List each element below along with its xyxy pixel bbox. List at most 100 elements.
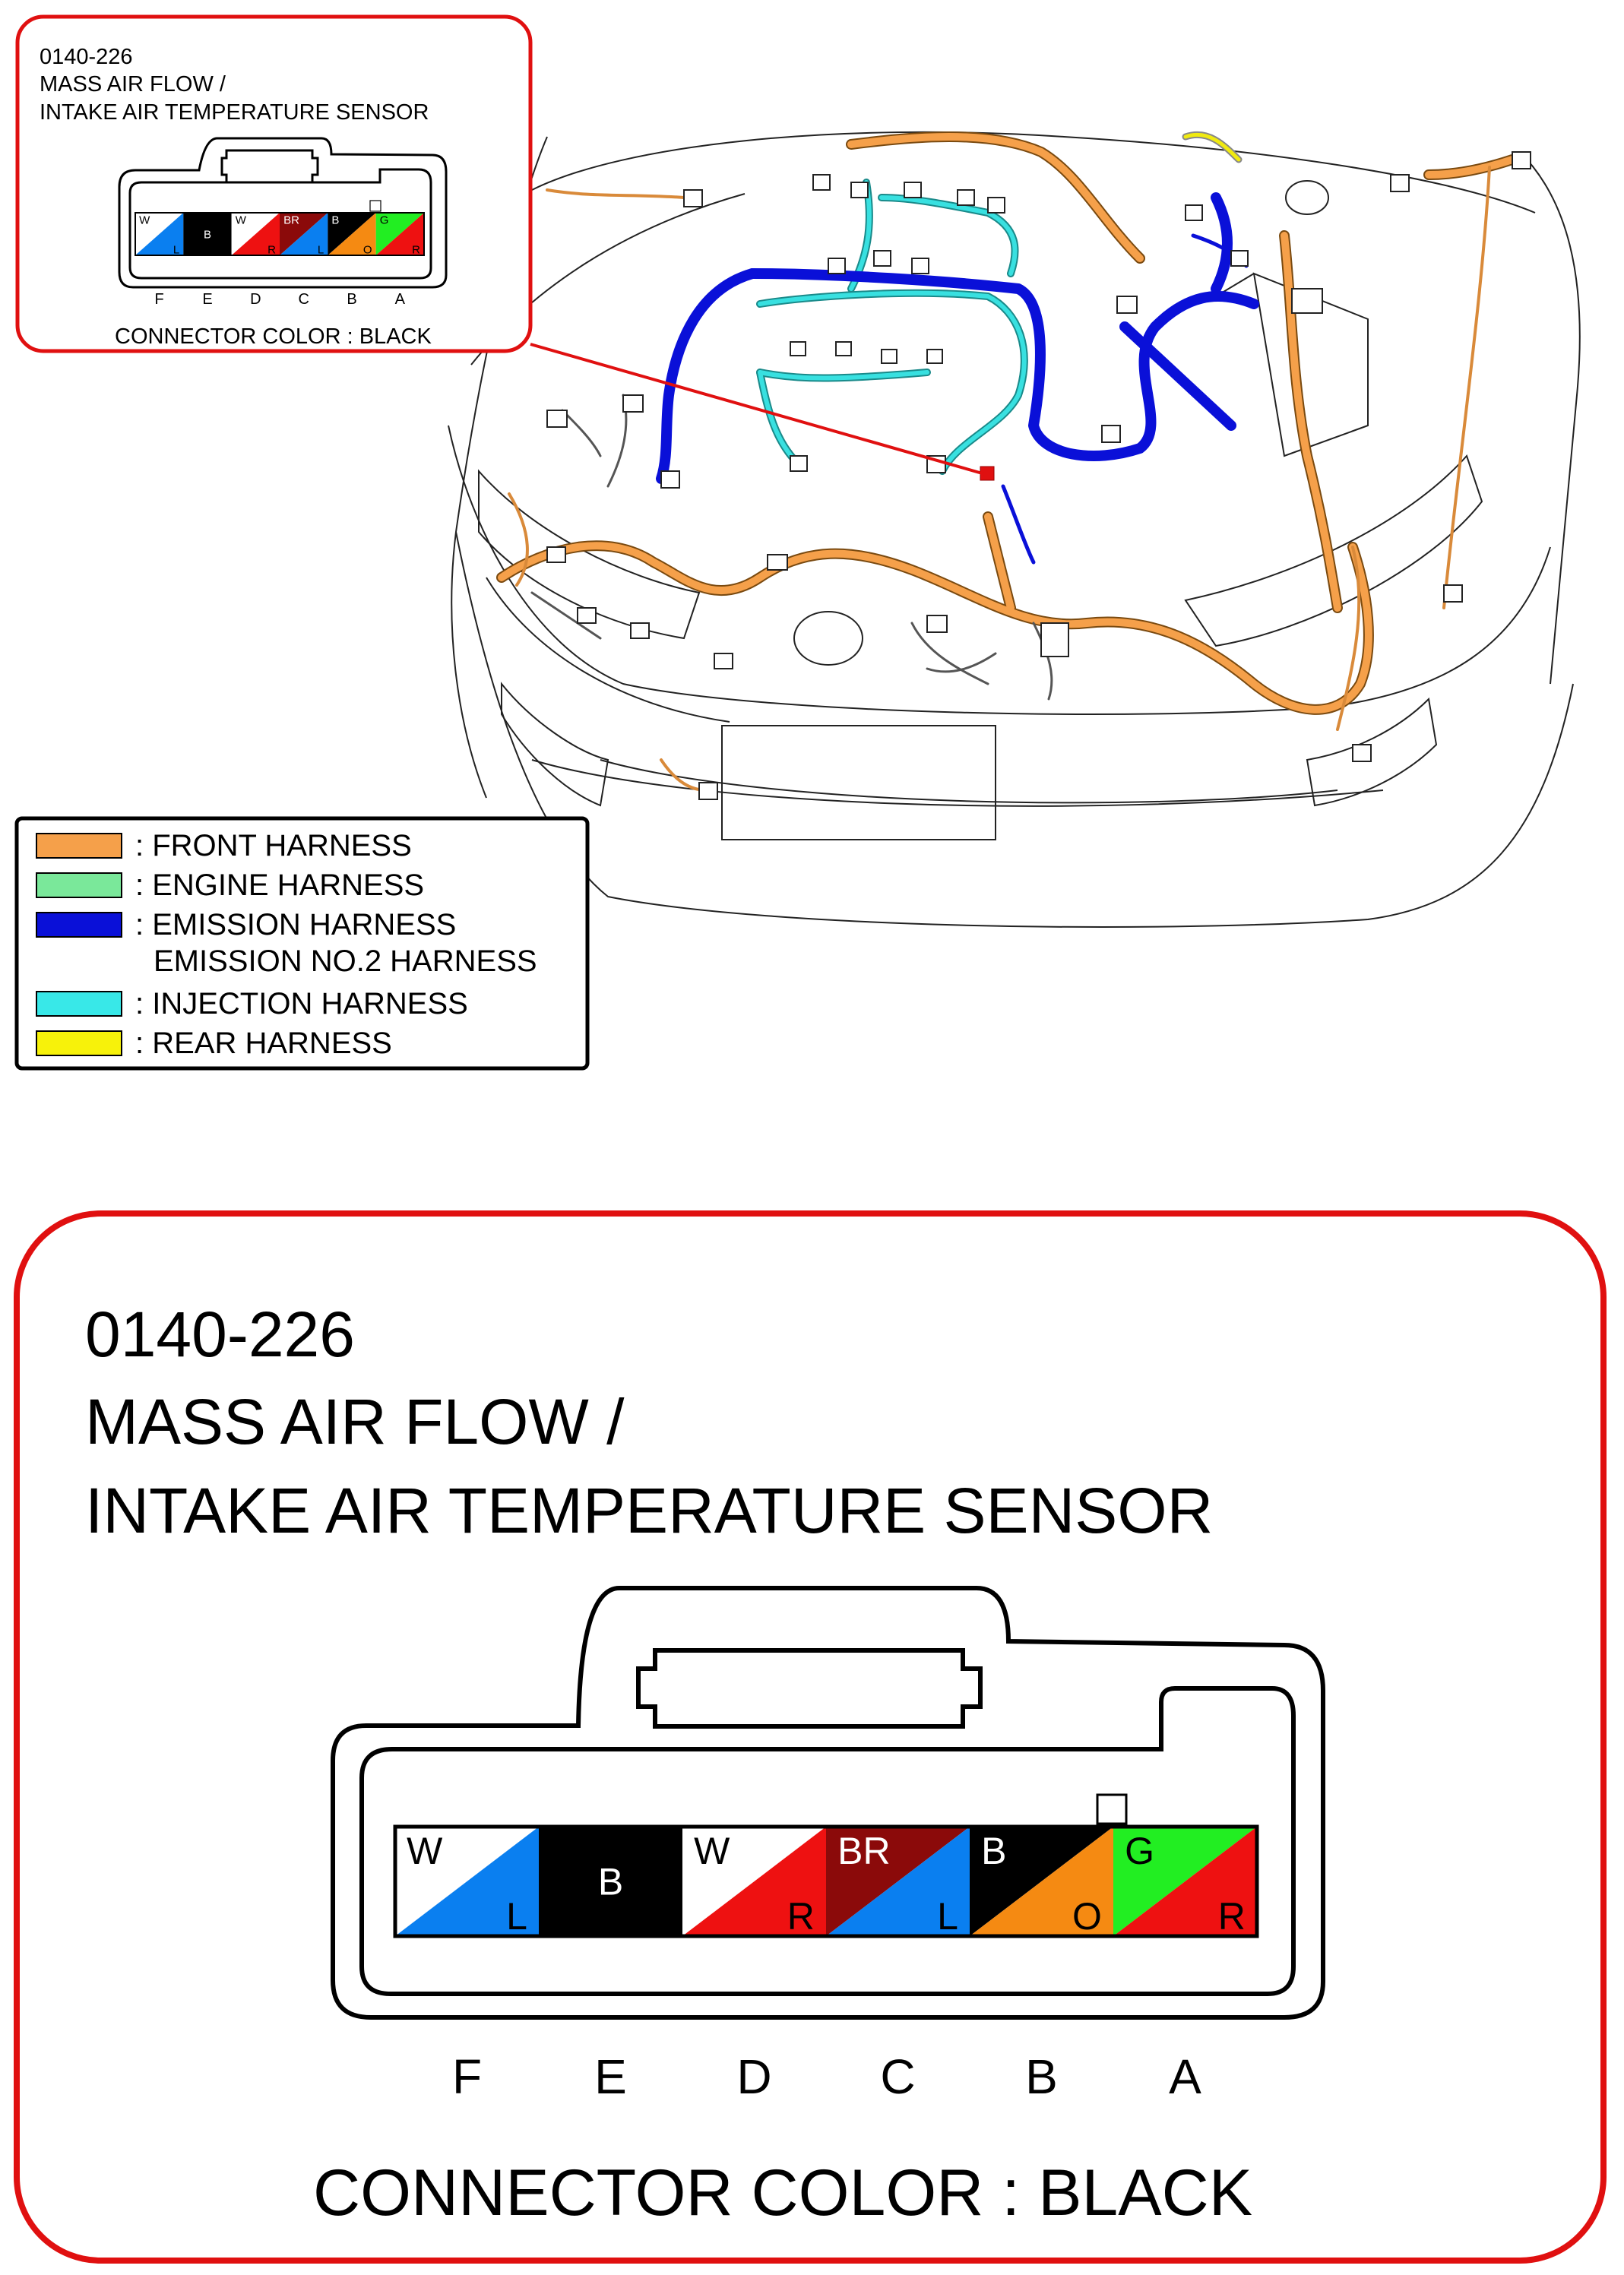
pin-letter-b: B <box>347 291 356 308</box>
legend-item: : FRONT HARNESS <box>36 829 412 862</box>
lock-tab <box>369 200 381 212</box>
pin-letter-a: A <box>395 291 406 308</box>
pin-upper-color: W <box>139 214 150 227</box>
pin-lower-fill <box>682 1827 826 1936</box>
pin-lower-fill <box>826 1827 970 1936</box>
pin-lower-fill <box>395 1827 539 1936</box>
pin-upper-fill <box>280 213 328 255</box>
pin-f: WL <box>395 1827 539 1938</box>
harness-legend: : FRONT HARNESS : ENGINE HARNESS : EMISSIO… <box>14 816 590 1071</box>
legend-label: : REAR HARNESS <box>135 1027 392 1060</box>
pin-lower-color: R <box>787 1895 815 1938</box>
pin-d: WR <box>682 1827 826 1938</box>
pin-lower-color: O <box>1072 1895 1102 1938</box>
large-connector-code: 0140-226 <box>85 1299 355 1370</box>
pin-letter-e: E <box>594 2049 627 2104</box>
small-connector-code: 0140-226 <box>40 45 133 69</box>
pin-lower-fill <box>135 213 184 255</box>
pin-upper-color: BR <box>283 214 299 227</box>
legend-label: : FRONT HARNESS <box>135 829 412 862</box>
pin-letter-d: D <box>250 291 261 308</box>
pin-lower-color: R <box>1218 1895 1246 1938</box>
legend-swatch <box>36 991 122 1017</box>
legend-label: : EMISSION HARNESS <box>135 908 456 941</box>
legend-item: : INJECTION HARNESS <box>36 987 468 1020</box>
pin-upper-fill <box>375 213 424 255</box>
pin-letter-a: A <box>1169 2049 1201 2104</box>
callout-leader-line <box>530 343 986 476</box>
legend-label-secondary: EMISSION NO.2 HARNESS <box>154 944 537 978</box>
legend-items: : FRONT HARNESS : ENGINE HARNESS : EMISSIO… <box>36 829 537 1060</box>
pin-letter-d: D <box>736 2049 771 2104</box>
pin-letter-c: C <box>880 2049 915 2104</box>
pin-lower-color: L <box>937 1895 958 1938</box>
legend-label: : INJECTION HARNESS <box>135 987 468 1020</box>
pin-lower-fill <box>970 1827 1113 1936</box>
pin-b: BO <box>970 1827 1113 1938</box>
legend-item: : REAR HARNESS <box>36 1027 392 1060</box>
pin-d: WR <box>231 213 280 256</box>
pin-upper-color: B <box>981 1830 1006 1872</box>
pin-letter-b: B <box>1025 2049 1058 2104</box>
large-connector-name-line1: MASS AIR FLOW / <box>85 1386 625 1457</box>
pin-upper-fill <box>231 213 280 255</box>
small-connector-name-line1: MASS AIR FLOW / <box>40 72 226 97</box>
pin-b: BO <box>328 213 376 256</box>
pin-c: BRL <box>280 213 328 256</box>
legend-item: : ENGINE HARNESS <box>36 869 424 902</box>
pin-lower-color: R <box>268 243 276 256</box>
pin-lower-fill <box>375 213 424 255</box>
lock-tab <box>1096 1793 1128 1825</box>
pin-upper-color: BR <box>837 1830 890 1872</box>
pin-row-border <box>393 1824 1259 1938</box>
pin-fill <box>183 213 232 255</box>
pin-wire-color: B <box>204 228 211 241</box>
pin-lower-fill <box>1113 1827 1257 1936</box>
legend-swatch <box>36 872 122 898</box>
pin-row-border <box>135 212 425 256</box>
large-connector-color-label: CONNECTOR COLOR : BLACK <box>313 2156 1252 2229</box>
small-callout-box: 0140-226 MASS AIR FLOW / INTAKE AIR TEMP… <box>15 14 533 353</box>
pin-upper-color: G <box>1125 1830 1154 1872</box>
pin-upper-color: W <box>407 1830 443 1872</box>
pin-upper-color: G <box>380 214 389 227</box>
pin-letter-c: C <box>298 291 309 308</box>
pin-wire-color: B <box>598 1861 623 1903</box>
pin-lower-fill <box>231 213 280 255</box>
pin-fill <box>539 1827 682 1936</box>
small-connector-name-line2: INTAKE AIR TEMPERATURE SENSOR <box>40 100 429 125</box>
pin-upper-fill <box>135 213 184 255</box>
pin-lower-color: L <box>506 1895 527 1938</box>
pin-upper-color: W <box>236 214 247 227</box>
pin-a: GR <box>1113 1827 1257 1938</box>
large-connector-name-line2: INTAKE AIR TEMPERATURE SENSOR <box>85 1475 1213 1546</box>
pin-c: BR L <box>826 1827 970 1938</box>
legend-swatch <box>36 1030 122 1056</box>
harness-connectors <box>546 151 1531 800</box>
pin-upper-color: W <box>694 1830 730 1872</box>
pin-letter-e: E <box>202 291 212 308</box>
pin-lower-color: R <box>412 243 420 256</box>
pin-upper-color: B <box>331 214 339 227</box>
large-callout-box: 0140-226 MASS AIR FLOW / INTAKE AIR TEMP… <box>14 1210 1607 2264</box>
pin-e: B <box>183 213 232 255</box>
pin-lower-color: L <box>173 243 179 256</box>
small-connector-housing <box>118 137 448 289</box>
emission-harness <box>656 192 1259 484</box>
pin-e: B <box>539 1827 682 1936</box>
pin-letter-f: F <box>452 2049 482 2104</box>
legend-swatch <box>36 912 122 938</box>
pin-lower-fill <box>280 213 328 255</box>
pin-f: WL <box>135 213 184 256</box>
large-connector-housing <box>331 1586 1325 2020</box>
legend-swatch <box>36 833 122 859</box>
pin-lower-fill <box>328 213 376 255</box>
pin-lower-color: O <box>363 243 372 256</box>
legend-label: : ENGINE HARNESS <box>135 869 424 902</box>
